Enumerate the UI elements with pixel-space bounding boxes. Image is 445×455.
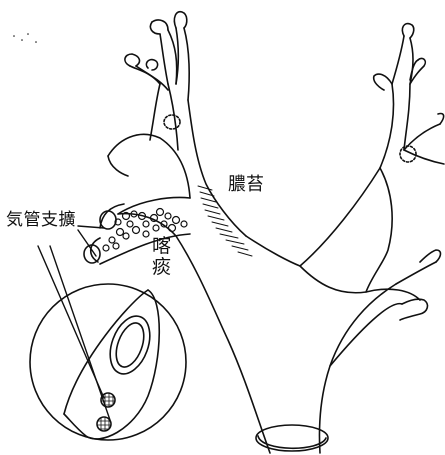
speckles [13,33,37,43]
trachea-cut-end [256,425,328,451]
expectoration-label: 喀痰 [152,236,174,279]
bronchiectasis-label: 気管支擴 [6,212,76,229]
lesion-markers [164,115,416,162]
pus-coat-hatching [198,186,252,256]
bronchial-tree-outline [108,12,444,453]
magnified-inset [30,284,186,440]
pus-coat-label: 膿苔 [228,176,264,194]
